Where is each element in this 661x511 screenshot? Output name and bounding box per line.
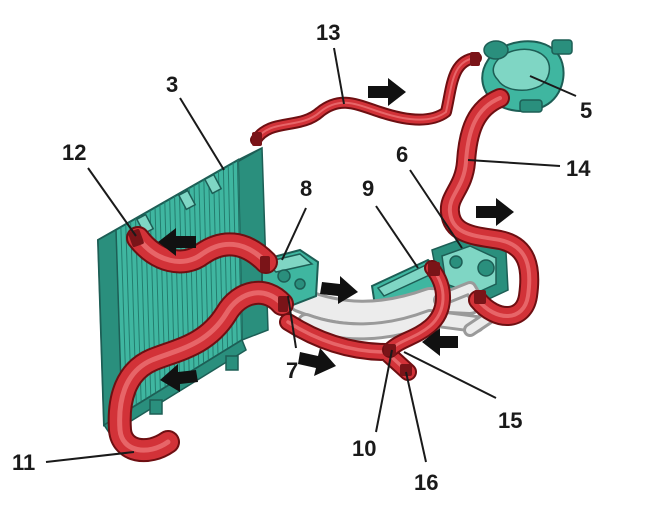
callout-3: 3 bbox=[166, 72, 178, 97]
callout-6: 6 bbox=[396, 142, 408, 167]
flow-arrow-icon bbox=[320, 276, 358, 304]
callout-10: 10 bbox=[352, 436, 376, 461]
callout-8: 8 bbox=[300, 176, 312, 201]
flow-arrows bbox=[158, 78, 514, 392]
callout-7: 7 bbox=[286, 358, 298, 383]
thermostat-housing bbox=[431, 235, 509, 305]
hose-12 bbox=[135, 235, 269, 265]
callout-11: 11 bbox=[12, 450, 35, 475]
callout-15: 15 bbox=[498, 408, 522, 433]
callout-16: 16 bbox=[414, 470, 438, 495]
engine-pipes bbox=[287, 281, 495, 341]
callout-leaders bbox=[45, 47, 577, 463]
coolant-hoses bbox=[107, 52, 540, 462]
callout-labels: 3 5 6 7 8 9 10 11 12 13 14 15 16 bbox=[12, 20, 592, 495]
callout-9: 9 bbox=[362, 176, 374, 201]
callout-12: 12 bbox=[62, 140, 86, 165]
flow-arrow-icon bbox=[160, 364, 198, 392]
flow-arrow-icon bbox=[298, 348, 336, 376]
flow-arrow-icon bbox=[158, 228, 196, 256]
hose-14 bbox=[447, 96, 532, 318]
callout-14: 14 bbox=[566, 156, 591, 181]
flow-arrow-icon bbox=[422, 328, 458, 356]
hose-13 bbox=[255, 57, 477, 141]
callout-5: 5 bbox=[580, 98, 592, 123]
hose-return bbox=[388, 266, 445, 352]
hose-lower bbox=[286, 320, 410, 374]
hose-11 bbox=[117, 290, 285, 453]
callout-13: 13 bbox=[316, 20, 340, 45]
flow-arrow-icon bbox=[476, 198, 514, 226]
hose-clamps bbox=[128, 52, 486, 376]
flow-arrow-icon bbox=[368, 78, 406, 106]
